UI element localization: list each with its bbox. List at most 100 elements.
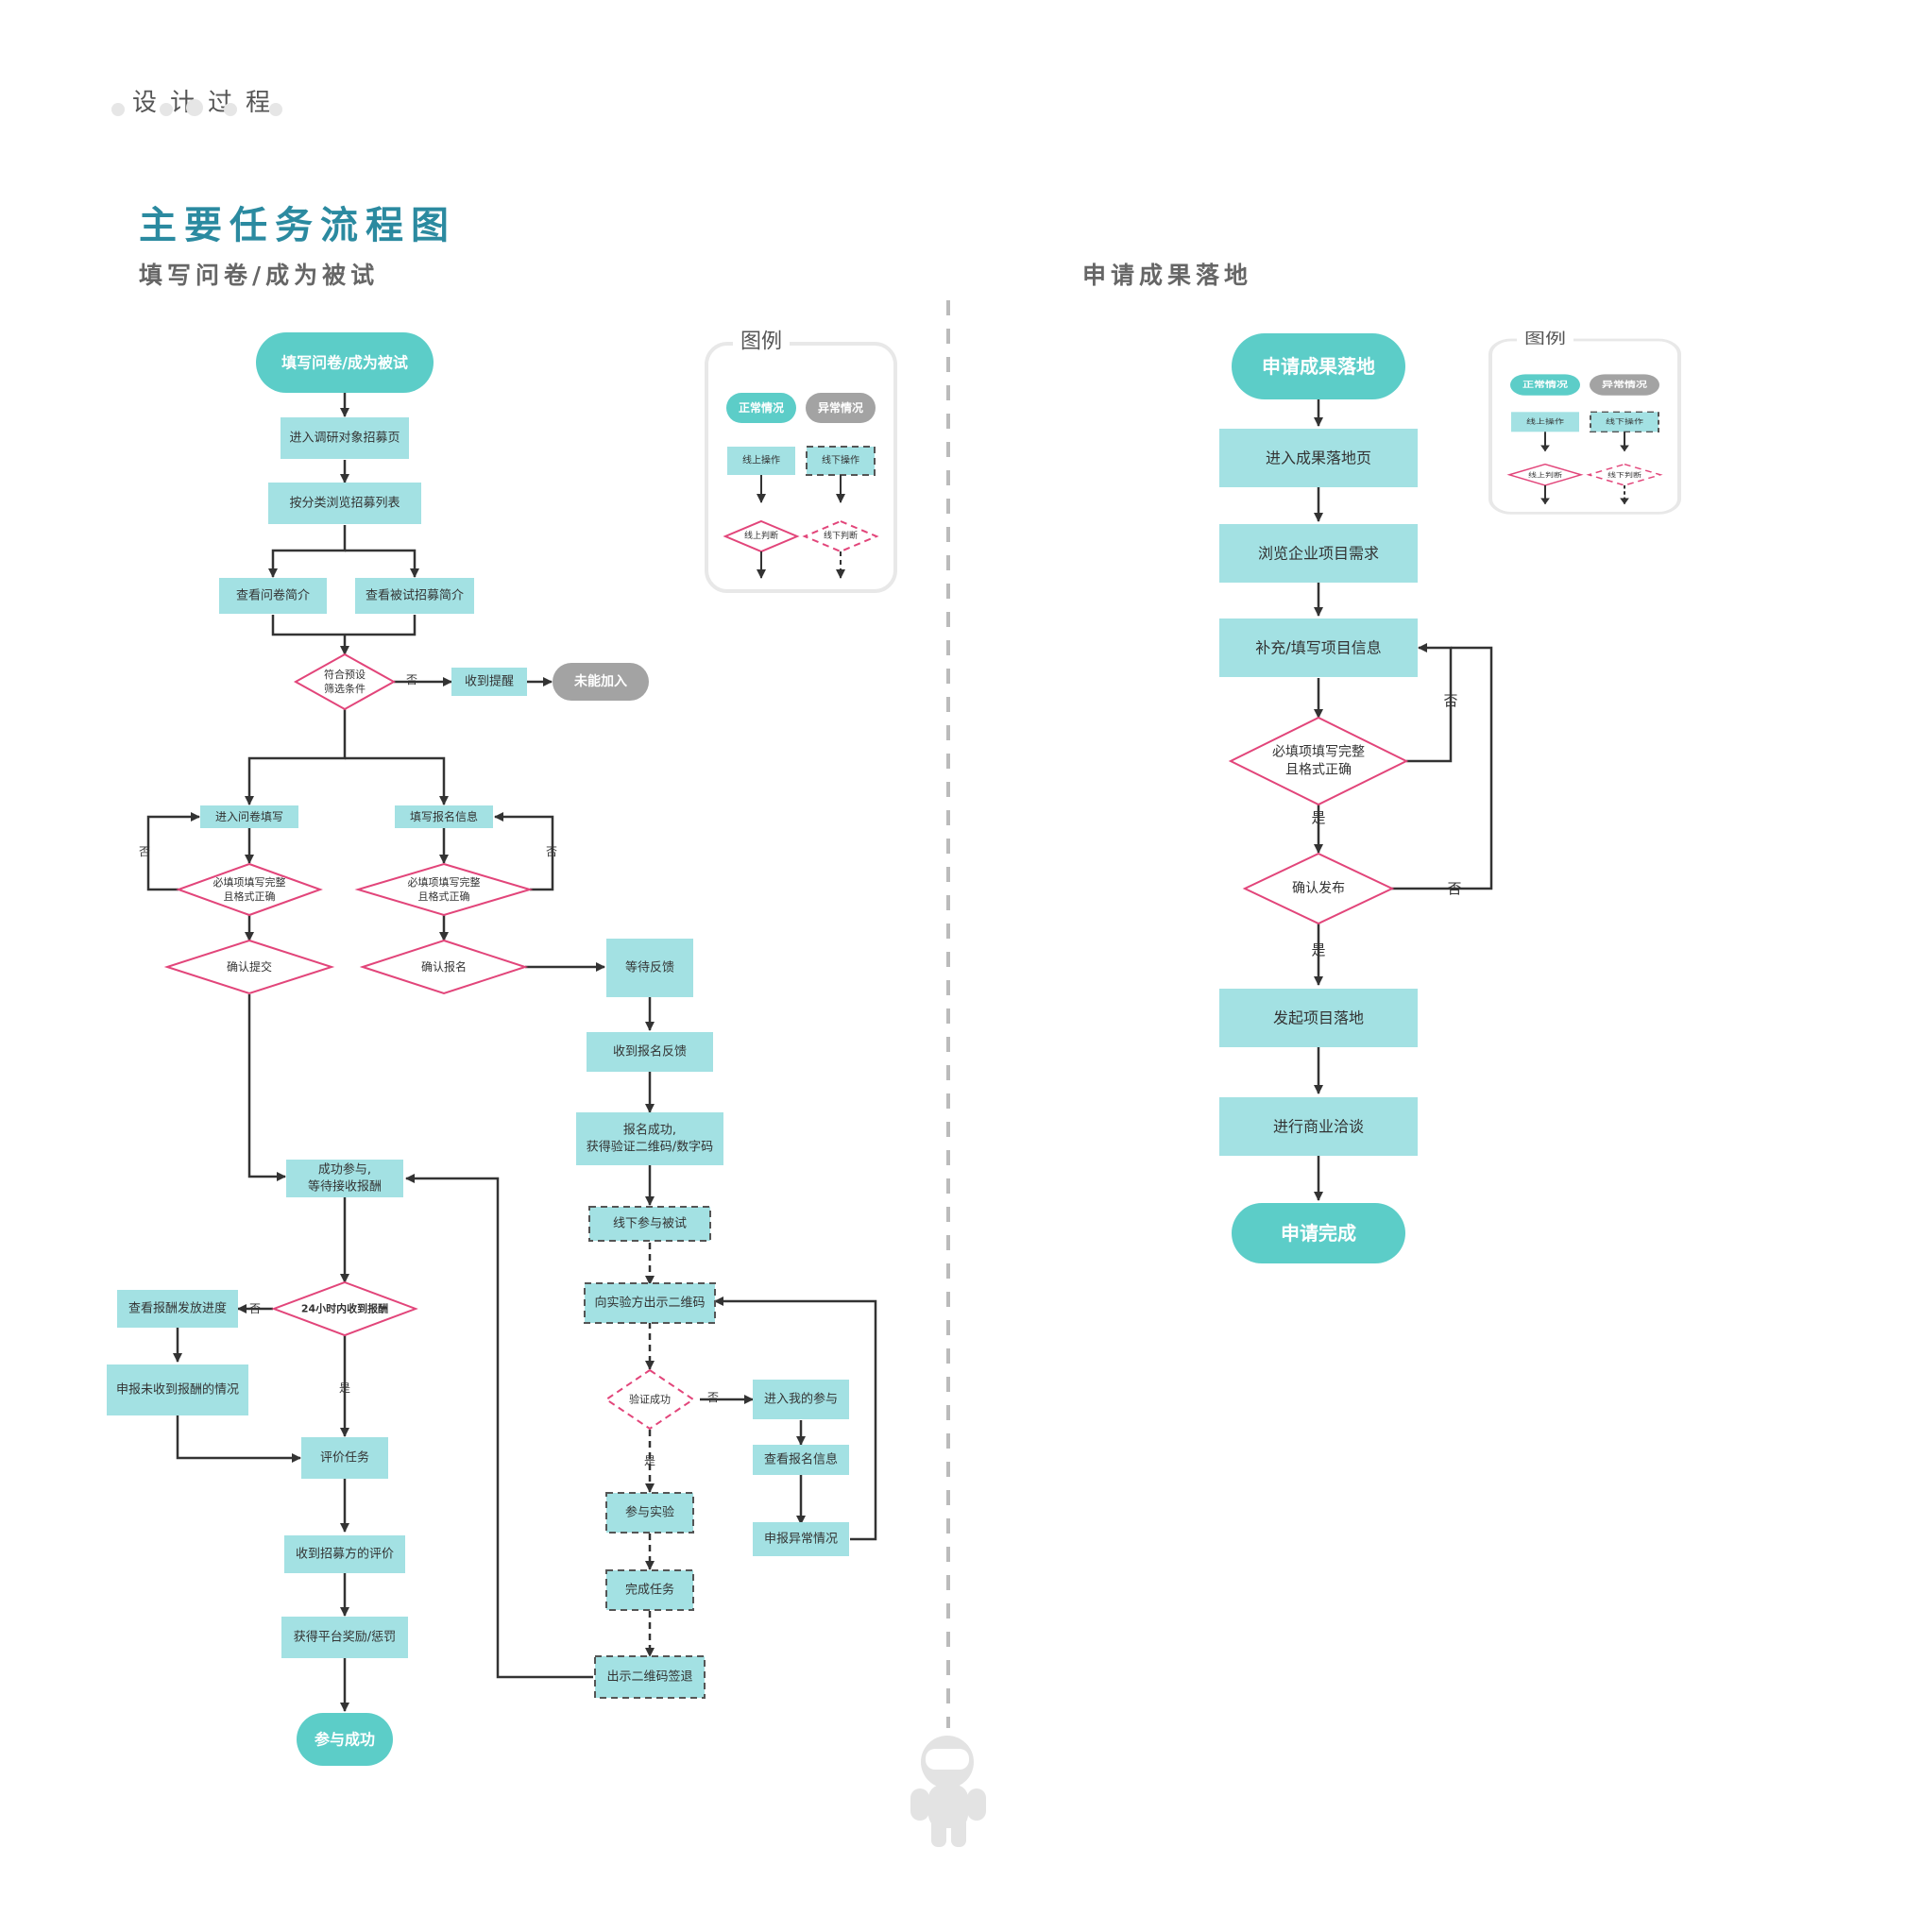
legend-normal: 正常情况 — [1510, 374, 1580, 396]
node-label: 正常情况 — [1522, 380, 1569, 390]
node-label: 进入调研对象招募页 — [289, 432, 400, 446]
node-label: 评价任务 — [320, 1450, 369, 1466]
node-label: 申请成果落地 — [1262, 355, 1375, 378]
diamond-24h: 24小时内收到报酬 — [271, 1280, 418, 1337]
node-success-code: 报名成功,获得验证二维码/数字码 — [576, 1112, 723, 1165]
node-label: 进入问卷填写 — [215, 809, 283, 823]
legend-title: 图例 — [1524, 330, 1566, 347]
legend-online-op: 线上操作 — [727, 447, 795, 475]
node-label: 申请完成 — [1281, 1222, 1356, 1245]
right-node-negotiate: 进行商业洽谈 — [1219, 1097, 1418, 1156]
node-my-participation: 进入我的参与 — [753, 1380, 849, 1419]
astronaut-icon — [910, 1736, 986, 1847]
node-finish-task: 完成任务 — [605, 1569, 694, 1611]
node-view-survey: 查看问卷简介 — [219, 578, 327, 614]
node-join-exp: 参与实验 — [605, 1492, 694, 1534]
right-subtitle: 申请成果落地 — [1082, 262, 1253, 289]
node-label: 查看被试招募简介 — [366, 588, 464, 603]
label-no: 否 — [406, 673, 417, 686]
legend-abnormal: 异常情况 — [806, 393, 876, 423]
node-label: 未能加入 — [574, 673, 627, 689]
legend-offline-op: 线下操作 — [806, 446, 876, 476]
node-enter-survey: 进入问卷填写 — [200, 805, 298, 828]
node-label: 按分类浏览招募列表 — [289, 496, 400, 511]
node-label: 必填项填写完整 — [213, 875, 286, 889]
node-label: 收到报名反馈 — [613, 1044, 687, 1059]
node-wait: 等待反馈 — [606, 939, 693, 997]
node-label: 填写报名信息 — [410, 809, 478, 823]
label-no: 否 — [249, 1302, 261, 1315]
node-label: 浏览企业项目需求 — [1258, 545, 1379, 563]
node-label: 收到提醒 — [465, 674, 514, 689]
node-label: 线上判断 — [1528, 470, 1562, 478]
node-view-signup: 查看报名信息 — [753, 1445, 849, 1475]
page-title: 主要任务流程图 — [139, 204, 456, 247]
node-label: 线上操作 — [742, 454, 780, 466]
node-label: 异常情况 — [1602, 380, 1648, 390]
header-dots — [111, 99, 282, 116]
left-subtitle: 填写问卷/成为被试 — [139, 262, 380, 289]
node-evaluate: 评价任务 — [301, 1437, 388, 1479]
legend-offline-judge: 线下判断 — [802, 519, 879, 553]
legend-offline-op: 线下操作 — [1590, 411, 1659, 432]
node-label: 筛选条件 — [324, 682, 366, 695]
node-receive-feedback: 收到报名反馈 — [587, 1032, 713, 1072]
label-yes: 是 — [644, 1454, 655, 1467]
diamond-submit: 确认提交 — [163, 939, 335, 995]
node-view-reward: 查看报酬发放进度 — [117, 1290, 238, 1328]
right-node-enter: 进入成果落地页 — [1219, 429, 1418, 487]
node-reward: 获得平台奖励/惩罚 — [281, 1617, 408, 1658]
node-label: 异常情况 — [818, 400, 863, 415]
node-report-abnormal: 申报异常情况 — [753, 1522, 849, 1556]
node-label: 线下判断 — [1607, 470, 1641, 478]
node-label: 符合预设 — [324, 668, 366, 681]
node-label: 获得验证二维码/数字码 — [587, 1139, 713, 1154]
node-label: 必填项填写完整 — [408, 875, 481, 889]
node-joined: 成功参与,等待接收报酬 — [286, 1160, 403, 1197]
node-browse: 按分类浏览招募列表 — [268, 483, 421, 524]
node-label: 补充/填写项目信息 — [1255, 639, 1381, 657]
right-node-browse: 浏览企业项目需求 — [1219, 524, 1418, 583]
node-label: 等待反馈 — [625, 960, 674, 975]
node-label: 线下判断 — [824, 530, 858, 541]
label-no: 否 — [139, 845, 150, 858]
node-label: 发起项目落地 — [1273, 1009, 1364, 1027]
legend-panel: 图例正常情况异常情况线上操作线下操作线上判断线下判断 — [705, 327, 897, 593]
right-node-launch: 发起项目落地 — [1219, 989, 1418, 1047]
right-end-terminal: 申请完成 — [1232, 1203, 1405, 1263]
node-label: 线下操作 — [822, 454, 859, 466]
right-label-no: 否 — [1443, 692, 1457, 709]
node-label: 向实验方出示二维码 — [594, 1296, 705, 1311]
node-label: 进入成果落地页 — [1266, 449, 1371, 467]
node-label: 线下参与被试 — [613, 1216, 687, 1231]
node-label: 必填项填写完整 — [1272, 745, 1365, 760]
node-label: 填写问卷/成为被试 — [281, 354, 408, 372]
start-terminal: 填写问卷/成为被试 — [256, 332, 434, 393]
node-label: 确认报名 — [421, 959, 467, 974]
node-offline-join: 线下参与被试 — [588, 1206, 711, 1242]
legend-online-op: 线上操作 — [1511, 412, 1579, 432]
node-show-qr: 向实验方出示二维码 — [584, 1282, 716, 1324]
node-label: 24小时内收到报酬 — [301, 1302, 388, 1315]
diamond-verify: 验证成功 — [604, 1368, 695, 1431]
label-no: 否 — [707, 1391, 719, 1404]
legend-title: 图例 — [740, 330, 782, 354]
node-report-missing: 申报未收到报酬的情况 — [107, 1364, 248, 1415]
node-label: 参与成功 — [315, 1731, 375, 1749]
node-label: 完成任务 — [625, 1583, 674, 1598]
node-label: 报名成功, — [623, 1123, 676, 1138]
node-label: 线下操作 — [1606, 416, 1643, 426]
node-label: 等待接收报酬 — [308, 1178, 382, 1194]
node-checkout: 出示二维码签退 — [594, 1655, 706, 1699]
end-success-terminal: 参与成功 — [297, 1713, 393, 1766]
node-label: 获得平台奖励/惩罚 — [294, 1630, 396, 1645]
label-yes: 是 — [339, 1381, 350, 1395]
node-label: 申报未收到报酬的情况 — [116, 1382, 239, 1398]
diamond-signup: 确认报名 — [359, 939, 529, 995]
right-label-yes: 是 — [1311, 941, 1325, 958]
